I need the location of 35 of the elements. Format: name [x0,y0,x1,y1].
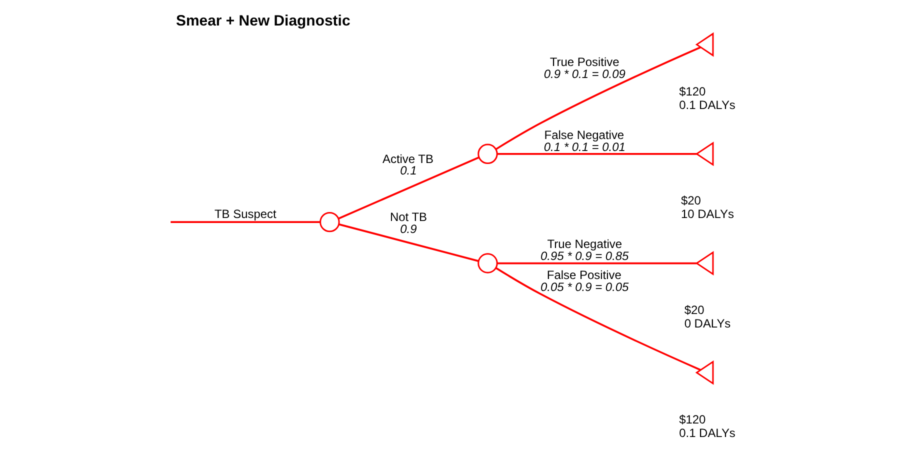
node-circle [478,144,498,164]
label: 0.9 [400,222,417,236]
node-label: 10 DALYs [680,207,734,222]
connector [496,46,702,150]
label: 0.05 * 0.9 = 0.05 [540,280,629,294]
edge-label: Not TB [390,210,428,224]
connector [497,262,697,264]
node-label: 0.1 DALYs [679,98,736,112]
node-circle [320,212,340,232]
node-triangle [695,142,714,166]
edge-label: Active TB [382,152,434,166]
edge-label: False Positive [546,268,622,282]
connector [338,156,480,220]
node-triangle [695,32,714,57]
edge-label: True Positive [550,55,620,70]
label: 0.1 [400,164,417,178]
connector [170,221,320,223]
node-triangle [695,251,714,276]
node-label: $120 [679,84,706,98]
node-label: $120 [679,412,706,426]
label: 0.9 * 0.1 = 0.09 [544,67,626,82]
diagram-title: Smear + New Diagnostic [176,12,350,30]
node-circle [478,253,498,274]
connector [338,223,479,262]
edge-label: True Negative [547,237,622,252]
edge-label: False Negative [544,128,624,142]
label: 0.95 * 0.9 = 0.85 [540,249,629,264]
node-triangle [695,360,714,385]
node-label: 0.1 DALYs [679,426,736,440]
connector [496,267,702,371]
node-label: $20 [680,194,701,208]
edge-label: TB Suspect [214,207,276,222]
connector [497,152,697,155]
node-label: $20 [684,303,704,318]
node-label: 0 DALYs [684,316,731,331]
